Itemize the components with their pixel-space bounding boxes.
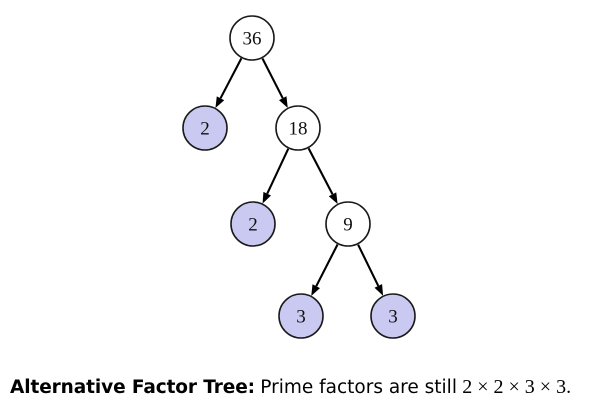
tree-edge (215, 57, 243, 109)
caption-normal-text: Prime factors are still (260, 377, 457, 398)
node-label: 18 (289, 119, 308, 140)
node-circle[interactable] (370, 293, 416, 339)
node-label: 2 (248, 215, 258, 236)
tree-edges-layer (215, 57, 384, 296)
node-circle[interactable] (182, 105, 228, 151)
arrow-head-icon (215, 96, 225, 109)
node-circle[interactable] (278, 293, 324, 339)
node-circle[interactable] (229, 15, 275, 61)
node-label: 3 (296, 307, 306, 328)
node-label: 2 (200, 119, 210, 140)
caption-bold-prefix: Alternative Factor Tree: (10, 377, 255, 398)
tree-node-9[interactable]: 9 (325, 201, 371, 247)
node-label: 36 (243, 29, 262, 50)
tree-node-18[interactable]: 18 (275, 105, 321, 151)
tree-node-3[interactable]: 3 (370, 293, 416, 339)
caption-math-expression: 2 × 2 × 3 × 3. (462, 376, 572, 398)
node-label: 3 (388, 307, 398, 328)
node-label: 9 (343, 215, 353, 236)
tree-edge (311, 244, 339, 296)
node-circle[interactable] (230, 201, 276, 247)
node-circle[interactable] (325, 201, 371, 247)
arrow-head-icon (374, 284, 384, 296)
arrow-head-icon (328, 192, 338, 205)
tree-edge (261, 58, 288, 108)
caption: Alternative Factor Tree: Prime factors a… (10, 377, 600, 398)
tree-node-3[interactable]: 3 (278, 293, 324, 339)
tree-nodes-layer: 36 2 18 2 9 3 3 (182, 15, 416, 339)
tree-node-36[interactable]: 36 (229, 15, 275, 61)
tree-edge (262, 148, 290, 204)
tree-edge (307, 147, 338, 205)
arrow-head-icon (279, 96, 288, 108)
tree-node-2[interactable]: 2 (230, 201, 276, 247)
node-circle[interactable] (275, 105, 321, 151)
factor-tree-diagram: 36 2 18 2 9 3 3 (182, 15, 416, 339)
arrow-head-icon (311, 284, 320, 296)
tree-node-2[interactable]: 2 (182, 105, 228, 151)
tree-edge (357, 244, 384, 296)
arrow-head-icon (262, 191, 272, 204)
